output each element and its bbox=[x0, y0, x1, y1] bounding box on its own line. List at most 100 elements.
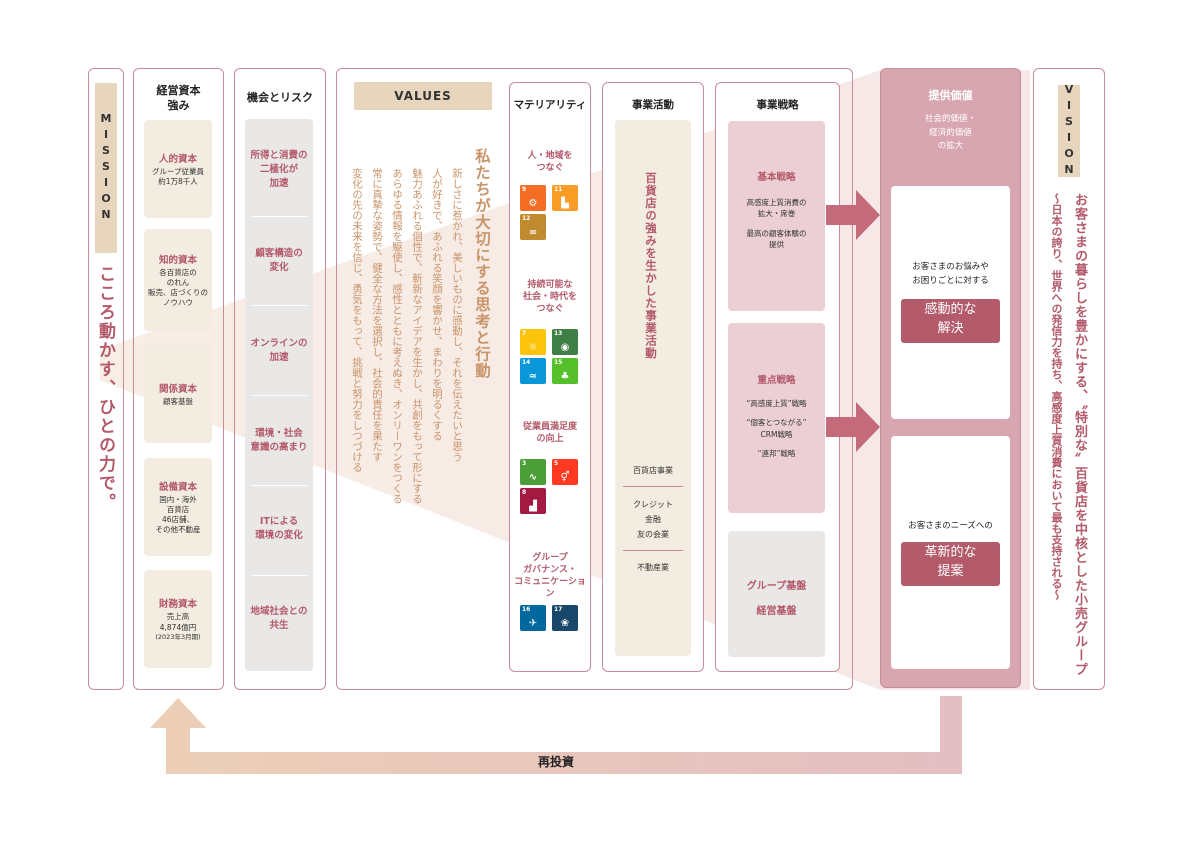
values-lines: 新しさに惹かれ、美しいものに感動し、それを伝えたいと思う 人が好きで、あふれる笑… bbox=[350, 168, 465, 508]
arrow-right-icon bbox=[826, 402, 880, 452]
sdg-16-icon: 16✈ bbox=[520, 605, 546, 631]
sdg-9-icon: 9⚙ bbox=[520, 185, 546, 211]
risk-item: オンラインの加速 bbox=[250, 338, 308, 363]
value-subtitle: 社会的価値・経済的価値の拡大 bbox=[924, 114, 976, 152]
values-label: VALUES bbox=[354, 82, 492, 110]
business-box: 百貨店の強みを生かした事業活動 百貨店事業 クレジット金融友の会業 不動産業 bbox=[615, 120, 691, 656]
strengths-title: 経営資本 強み bbox=[134, 83, 223, 114]
value-box-solution: お客さまのお悩みやお困りごとに対する 感動的な解決 bbox=[891, 186, 1010, 419]
strength-detail: ノウハウ bbox=[163, 298, 193, 308]
risks-panel: 機会とリスク 所得と消費の二極化が加速 顧客構造の変化 オンラインの加速 環境・… bbox=[234, 68, 326, 690]
strength-title: 関係資本 bbox=[158, 383, 197, 395]
vision-label: VISION bbox=[1058, 83, 1080, 179]
strength-detail: 各百貨店の bbox=[159, 267, 197, 277]
sdg-3-icon: 3∿ bbox=[520, 459, 546, 485]
strategy-detail: 提供 bbox=[769, 239, 784, 249]
risk-item: 所得と消費の二極化が加速 bbox=[250, 150, 308, 189]
risk-item: 環境・社会意識の高まり bbox=[250, 428, 308, 453]
strength-detail: 46店舗、 bbox=[161, 515, 195, 524]
sdg-5-icon: 5⚥ bbox=[552, 459, 578, 485]
materiality-group-title: 人・地域をつなぐ bbox=[527, 151, 573, 174]
strength-detail: 約1万8千人 bbox=[158, 177, 198, 186]
sdg-14-icon: 14≈ bbox=[520, 358, 546, 384]
strength-title: 人的資本 bbox=[158, 153, 197, 165]
strategy-title: 事業戦略 bbox=[756, 99, 799, 111]
impressive-solution-badge: 感動的な解決 bbox=[901, 299, 1000, 343]
values-heading: 私たちが大切にする思考と行動 bbox=[473, 148, 491, 379]
business-vertical-text: 百貨店の強みを生かした事業活動 bbox=[644, 172, 658, 360]
strength-card-intellectual: 知的資本 各百貨店の のれん 販売、店づくりの ノウハウ bbox=[144, 229, 212, 331]
business-item: 百貨店事業 bbox=[633, 466, 673, 475]
strengths-title-line1: 経営資本 bbox=[156, 84, 201, 97]
foundation-box: グループ基盤 経営基盤 bbox=[728, 531, 825, 657]
divider bbox=[623, 486, 683, 487]
spacer bbox=[728, 409, 825, 417]
arrow-right-icon bbox=[826, 190, 880, 240]
value-box-text: お客さまのお悩みやお困りごとに対する bbox=[912, 262, 989, 286]
strength-detail: のれん bbox=[166, 277, 190, 287]
strength-detail: (2023年3月期) bbox=[155, 632, 201, 641]
values-line: あらゆる情報を駆使し、感性とともに考えぬき、オンリーワンをつくる bbox=[391, 168, 403, 504]
risk-item: 地域社会との共生 bbox=[250, 606, 308, 631]
priority-strategy-title: 重点戦略 bbox=[757, 375, 796, 386]
materiality-panel: マテリアリティ 人・地域をつなぐ 9⚙ 11▙ 12∞ 持続可能な社会・時代をつ… bbox=[509, 82, 591, 672]
risk-item: 顧客構造の変化 bbox=[255, 248, 303, 273]
value-box-proposal: お客さまのニーズへの 革新的な提案 bbox=[891, 436, 1010, 669]
sdg-15-icon: 15♣ bbox=[552, 358, 578, 384]
strengths-title-line2: 強み bbox=[167, 99, 190, 113]
materiality-group-title: 持続可能な社会・時代をつなぐ bbox=[522, 280, 577, 315]
strength-card-relationship: 関係資本 顧客基盤 bbox=[144, 345, 212, 443]
values-line: 人が好きで、あふれる笑顔を響かせ、まわりを明るくする bbox=[431, 168, 443, 441]
strength-detail: 4,874億円 bbox=[159, 622, 197, 632]
business-item: 不動産業 bbox=[637, 563, 669, 572]
values-line: 変化の先の未来を信じ、勇気をもって、挑戦と努力をしつづける bbox=[351, 168, 363, 473]
sdg-7-icon: 7☼ bbox=[520, 329, 546, 355]
divider bbox=[623, 550, 683, 551]
business-title: 事業活動 bbox=[632, 99, 674, 111]
sdg-13-icon: 13◉ bbox=[552, 329, 578, 355]
strength-card-human: 人的資本 グループ従業員 約1万8千人 bbox=[144, 120, 212, 218]
strength-detail: その他不動産 bbox=[155, 525, 201, 535]
value-panel: 提供価値 社会的価値・経済的価値の拡大 お客さまのお悩みやお困りごとに対する 感… bbox=[880, 68, 1021, 688]
risks-title: 機会とリスク bbox=[247, 91, 313, 104]
value-box-text: お客さまのニーズへの bbox=[908, 521, 993, 531]
divider bbox=[251, 395, 307, 396]
materiality-title: マテリアリティ bbox=[513, 99, 587, 111]
strategy-panel: 事業戦略 基本戦略 高感度上質消費の 拡大・席巻 最高の顧客体験の 提供 重点戦… bbox=[715, 82, 840, 672]
divider bbox=[251, 216, 307, 217]
strategy-detail: “高感度上質”戦略 bbox=[746, 399, 807, 408]
sdg-8-icon: 8▟ bbox=[520, 488, 546, 514]
business-item: クレジット金融友の会業 bbox=[633, 500, 673, 539]
spacer bbox=[728, 440, 825, 448]
strength-detail: グループ従業員 bbox=[151, 166, 205, 176]
divider bbox=[251, 305, 307, 306]
risks-list: 所得と消費の二極化が加速 顧客構造の変化 オンラインの加速 環境・社会意識の高ま… bbox=[245, 119, 313, 671]
values-line: 新しさに惹かれ、美しいものに感動し、それを伝えたいと思う bbox=[451, 168, 463, 462]
foundation-management: 経営基盤 bbox=[756, 606, 797, 617]
mission-statement: こころ動かす、ひとの力で。 bbox=[95, 265, 115, 512]
strength-detail: 売上高 bbox=[166, 612, 190, 622]
divider bbox=[251, 575, 307, 576]
spacer bbox=[728, 220, 825, 228]
strength-detail: 国内・海外 bbox=[159, 494, 197, 504]
strength-detail: 顧客基盤 bbox=[163, 396, 193, 406]
strength-card-financial: 財務資本 売上高 4,874億円 (2023年3月期) bbox=[144, 570, 212, 668]
materiality-group-title: 従業員満足度の向上 bbox=[522, 422, 577, 445]
reinvest-label: 再投資 bbox=[537, 755, 574, 769]
vision-panel: VISION お客さまの暮らしを豊かにする、〝特別な〟百貨店を中核とした小売グル… bbox=[1033, 68, 1105, 690]
strategy-detail: 高感度上質消費の bbox=[746, 198, 807, 207]
priority-strategy-box: 重点戦略 “高感度上質”戦略 “個客とつながる” CRM戦略 “連邦”戦略 bbox=[728, 323, 825, 513]
values-line: 魅力あふれる個性で、斬新なアイデアを生かし、共創をもって形にする bbox=[411, 168, 423, 504]
strength-title: 設備資本 bbox=[158, 481, 197, 493]
strength-detail: 百貨店 bbox=[166, 504, 190, 514]
materiality-group-title: グループガバナンス・コミュニケーション bbox=[514, 553, 586, 600]
vision-line1: お客さまの暮らしを豊かにする、〝特別な〟百貨店を中核とした小売グループ bbox=[1072, 193, 1087, 677]
business-panel: 事業活動 百貨店の強みを生かした事業活動 百貨店事業 クレジット金融友の会業 不… bbox=[602, 82, 704, 672]
divider bbox=[251, 485, 307, 486]
foundation-group: グループ基盤 bbox=[746, 581, 807, 592]
value-title: 提供価値 bbox=[928, 89, 973, 102]
risk-item: ITによる環境の変化 bbox=[255, 516, 303, 541]
sdg-17-icon: 17❀ bbox=[552, 605, 578, 631]
basic-strategy-box: 基本戦略 高感度上質消費の 拡大・席巻 最高の顧客体験の 提供 bbox=[728, 121, 825, 311]
strategy-detail: CRM戦略 bbox=[760, 429, 793, 439]
